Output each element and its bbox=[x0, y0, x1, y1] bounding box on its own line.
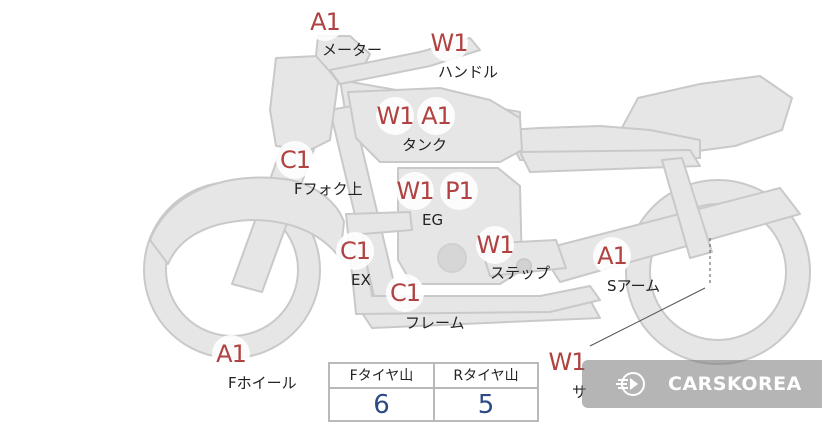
step-code-badge: W1 bbox=[476, 226, 515, 264]
front-fork-label: Fフォク上 bbox=[294, 180, 363, 198]
handle-label: ハンドル bbox=[438, 63, 499, 81]
meter-label: メーター bbox=[322, 41, 383, 59]
exhaust-code-badge: C1 bbox=[336, 232, 374, 270]
frame-code-badge: C1 bbox=[386, 274, 424, 312]
engine-code-badge-1: W1 bbox=[396, 172, 435, 210]
tire-tread-table: Fタイヤ山 Rタイヤ山 6 5 bbox=[328, 362, 539, 422]
engine-code-badge-2: P1 bbox=[440, 172, 478, 210]
rear-tread-value: 5 bbox=[477, 390, 495, 420]
front-wheel-label: Fホイール bbox=[228, 374, 297, 392]
front-fork-code-badge: C1 bbox=[276, 141, 314, 179]
carskorea-watermark: CARSKOREA bbox=[582, 360, 822, 408]
footpeg bbox=[516, 258, 532, 274]
rear-shock bbox=[661, 157, 713, 259]
front-tread-header: Fタイヤ山 bbox=[330, 364, 435, 389]
swing-arm-code-badge: A1 bbox=[593, 237, 631, 275]
rear-tread-header: Rタイヤ山 bbox=[435, 364, 537, 389]
subframe bbox=[519, 149, 701, 173]
swing-arm-label: Sアーム bbox=[607, 277, 661, 295]
exhaust-label: EX bbox=[351, 271, 371, 289]
carskorea-logo-icon bbox=[616, 372, 645, 396]
step-label: ステップ bbox=[490, 264, 551, 282]
tank-code-badge-2: A1 bbox=[417, 97, 455, 135]
tank-label: タンク bbox=[402, 136, 448, 154]
engine-label: EG bbox=[422, 211, 444, 229]
front-tread-value: 6 bbox=[330, 389, 435, 422]
frame-label: フレーム bbox=[405, 314, 465, 332]
leader-lines bbox=[589, 238, 711, 347]
partial-code-badge: W1 bbox=[548, 343, 587, 381]
tank-code-badge-1: W1 bbox=[376, 97, 415, 135]
front-wheel-code-badge: A1 bbox=[212, 335, 250, 373]
exhaust-pipe bbox=[345, 211, 601, 315]
engine-cover bbox=[437, 243, 467, 273]
meter-code-badge: A1 bbox=[306, 3, 344, 41]
watermark-text: CARSKOREA bbox=[668, 373, 802, 395]
handle-code-badge: W1 bbox=[430, 24, 469, 62]
